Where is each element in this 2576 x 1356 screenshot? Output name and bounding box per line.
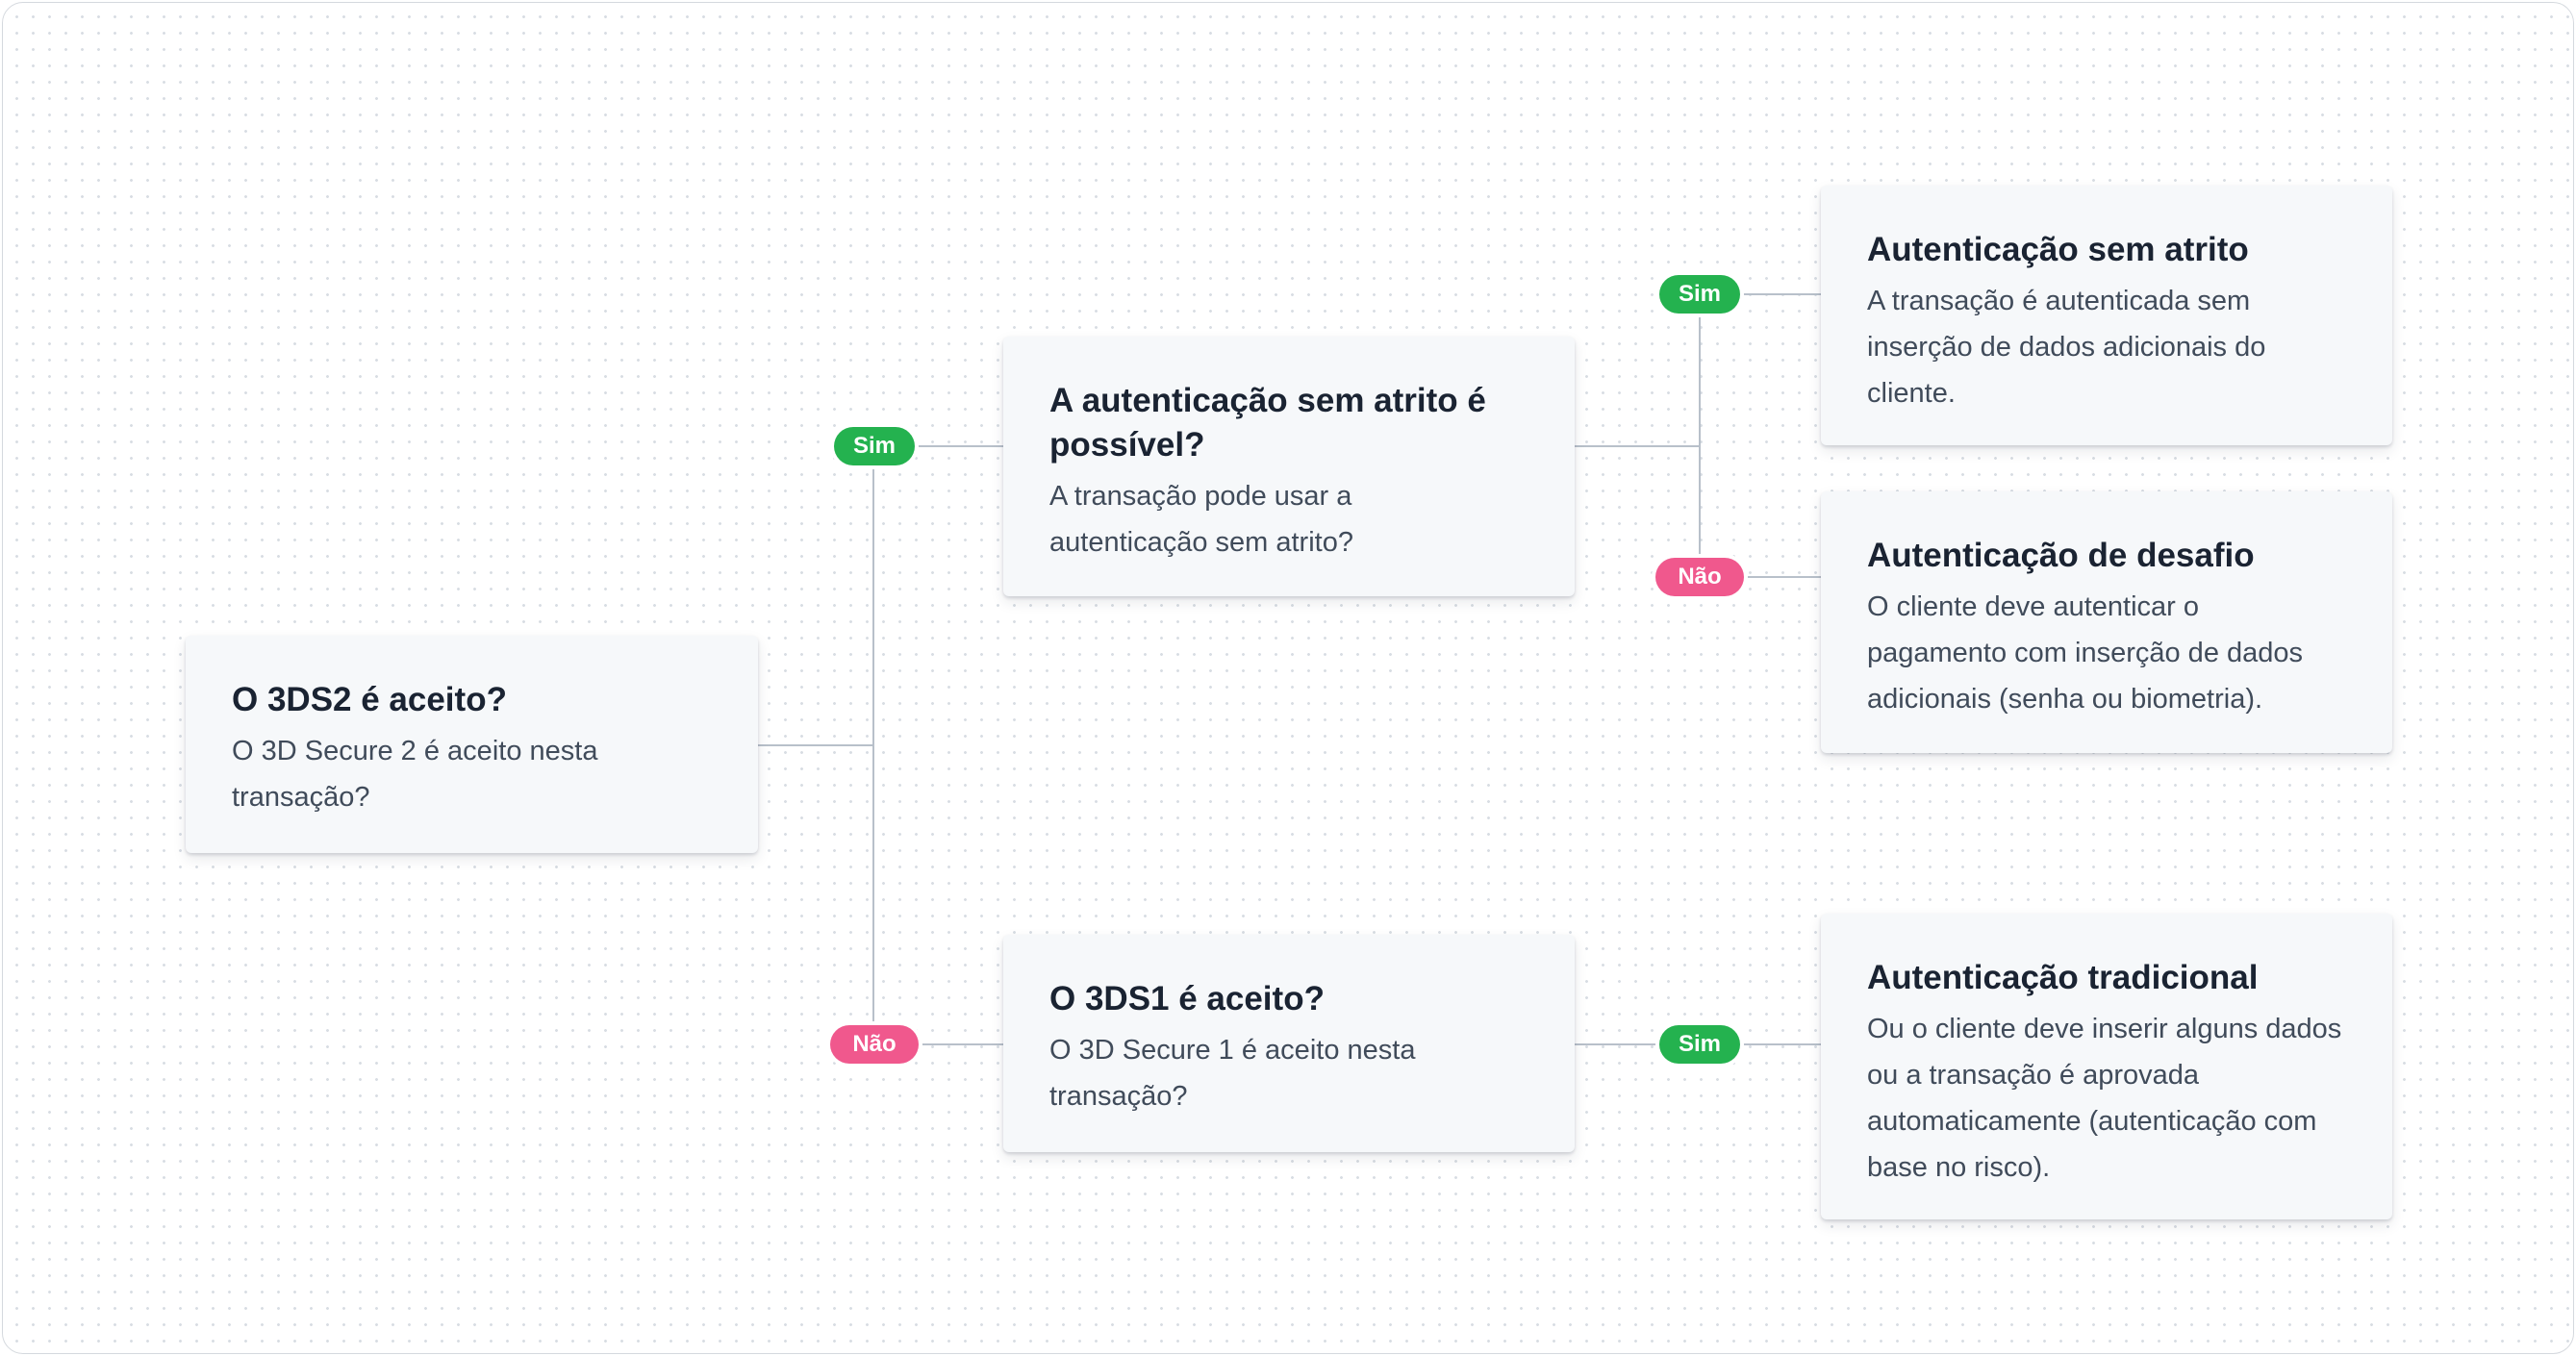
node-frictionless-question: A autenticação sem atrito é possível? A … bbox=[1003, 337, 1575, 596]
node-description: O 3D Secure 2 é aceito nesta transação? bbox=[232, 736, 598, 813]
node-description: Ou o cliente deve inserir alguns dados o… bbox=[1867, 1014, 2342, 1183]
edge-label-3ds2-no: Não bbox=[830, 1025, 919, 1064]
node-traditional-result: Autenticação tradicional Ou o cliente de… bbox=[1821, 914, 2392, 1219]
node-description: A transação pode usar a autenticação sem… bbox=[1049, 481, 1353, 558]
node-title: A autenticação sem atrito é possível? bbox=[1049, 382, 1486, 464]
edge-label-frictionless-no: Não bbox=[1655, 558, 1744, 596]
node-title: Autenticação de desafio bbox=[1867, 537, 2255, 574]
node-3ds1-question: O 3DS1 é aceito? O 3D Secure 1 é aceito … bbox=[1003, 935, 1575, 1152]
node-challenge-result: Autenticação de desafio O cliente deve a… bbox=[1821, 491, 2392, 753]
node-description: O 3D Secure 1 é aceito nesta transação? bbox=[1049, 1035, 1416, 1112]
node-description: O cliente deve autenticar o pagamento co… bbox=[1867, 591, 2304, 715]
edge-label-3ds2-yes: Sim bbox=[834, 427, 915, 465]
node-description: A transação é autenticada sem inserção d… bbox=[1867, 286, 2266, 409]
node-title: Autenticação sem atrito bbox=[1867, 231, 2249, 268]
edge-label-frictionless-yes: Sim bbox=[1659, 275, 1740, 314]
edge-label-3ds1-yes: Sim bbox=[1659, 1025, 1740, 1064]
node-title: O 3DS1 é aceito? bbox=[1049, 980, 1325, 1017]
node-title: Autenticação tradicional bbox=[1867, 959, 2259, 996]
node-frictionless-result: Autenticação sem atrito A transação é au… bbox=[1821, 186, 2392, 445]
node-3ds2-question: O 3DS2 é aceito? O 3D Secure 2 é aceito … bbox=[186, 636, 758, 853]
node-title: O 3DS2 é aceito? bbox=[232, 681, 507, 718]
